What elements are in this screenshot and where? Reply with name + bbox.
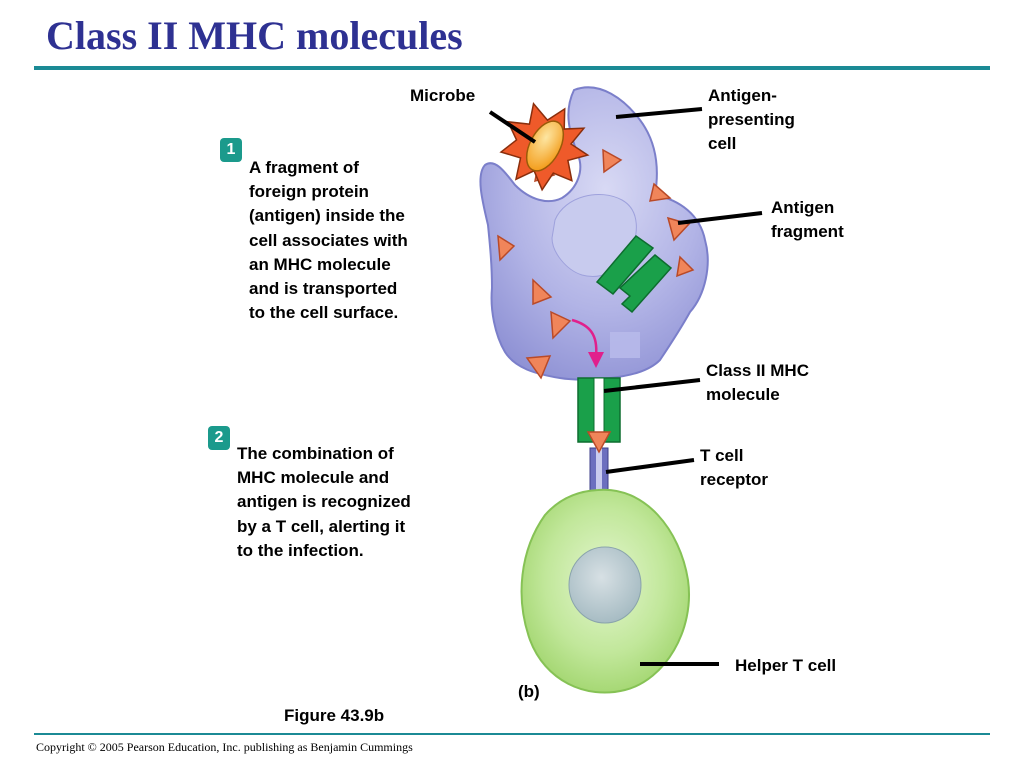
step-1-badge: 1: [220, 138, 242, 162]
label-class-ii-mhc: Class II MHC molecule: [706, 361, 809, 404]
leader-t-cell-receptor: [605, 458, 695, 474]
figure-label: Figure 43.9b: [284, 706, 385, 725]
slide-title: Class II MHC molecules: [46, 13, 463, 58]
label-microbe: Microbe: [410, 86, 476, 105]
copyright-notice: Copyright © 2005 Pearson Education, Inc.…: [36, 740, 413, 754]
step-2-text: The combination of MHC molecule and anti…: [237, 444, 411, 560]
step-2-badge: 2: [208, 426, 230, 450]
leader-antigen-fragment: [677, 211, 763, 225]
transport-arrow: [571, 318, 598, 357]
helper-t-cell: [520, 488, 690, 694]
t-cell-nucleus: [568, 546, 642, 624]
leader-class-ii-mhc: [603, 378, 701, 393]
presented-antigen: [586, 431, 612, 454]
antigen-presenting-cell: [479, 86, 709, 381]
title-divider: [34, 66, 990, 70]
label-helper-t-cell: Helper T cell: [735, 656, 837, 675]
leader-lines: [488, 107, 763, 666]
microbe-icon: [499, 101, 590, 192]
leader-apc: [615, 107, 703, 119]
step-1-text: A fragment of foreign protein (antigen) …: [249, 158, 408, 323]
label-antigen-presenting-cell: Antigen- presenting cell: [708, 86, 795, 153]
panel-label: (b): [518, 682, 540, 701]
label-t-cell-receptor: T cell receptor: [700, 446, 769, 489]
footer-divider: [34, 733, 990, 735]
mhc-molecule-internal: [595, 234, 673, 314]
leader-microbe: [488, 110, 537, 144]
label-antigen-fragment: Antigen fragment: [771, 198, 844, 241]
